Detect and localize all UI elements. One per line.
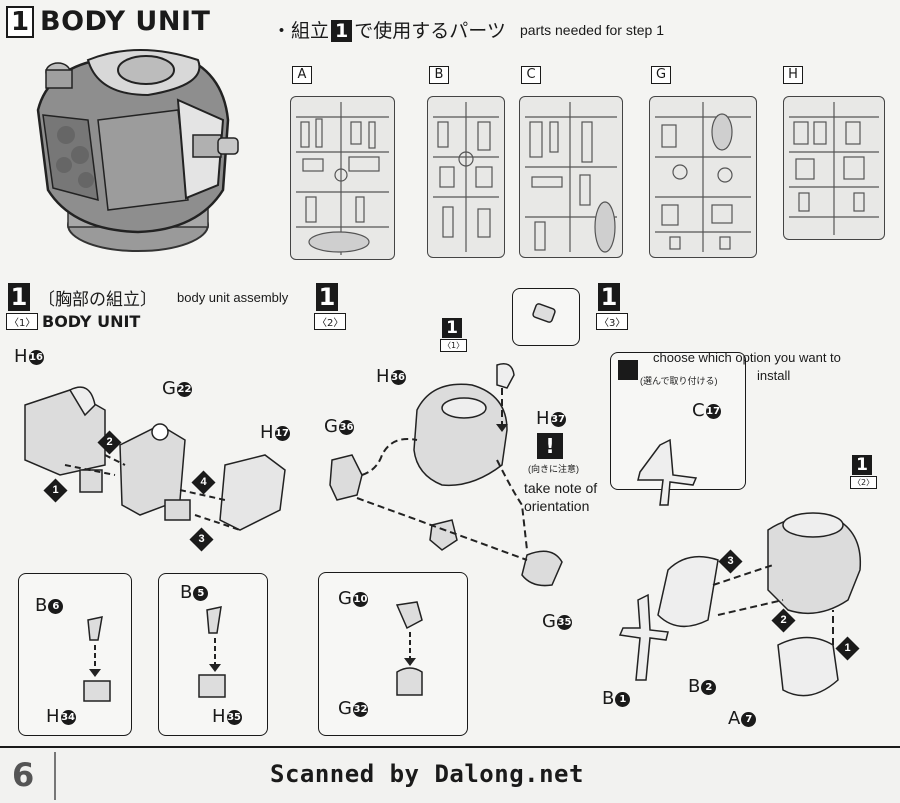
step3-arrow-2: 2 xyxy=(771,608,796,633)
step1-number: 1 xyxy=(8,283,30,311)
step-number-badge: 1 xyxy=(6,6,34,38)
step3-arrow-1: 1 xyxy=(835,636,860,661)
g10-g32-illustration xyxy=(395,601,423,696)
step1-title-en-note: body unit assembly xyxy=(177,290,289,305)
step3-number: 1 xyxy=(598,283,620,311)
caution-jp: (向きに注意) xyxy=(528,464,579,474)
step1-subpanel-left xyxy=(18,573,132,736)
runner-label-c: C xyxy=(521,66,541,84)
step1-title-jp: 〔胸部の組立〕 xyxy=(38,290,157,310)
step1-arrow-3: 3 xyxy=(189,527,214,552)
page-number: 6 xyxy=(12,756,35,794)
step1-assembly-illustration xyxy=(24,386,286,531)
b5-h35-illustration xyxy=(198,606,226,698)
body-unit-illustration xyxy=(36,49,239,252)
step3-assembly-illustration xyxy=(618,438,862,697)
step1-substep: 〈1〉 xyxy=(6,313,39,330)
step2-substep: 〈2〉 xyxy=(314,313,347,330)
step3-ref-number: 1 xyxy=(852,455,872,475)
footer-divider xyxy=(54,752,56,800)
step2-subpanel xyxy=(318,572,468,736)
step3-ref-substep: 〈2〉 xyxy=(850,476,878,489)
runner-b xyxy=(427,96,505,258)
parts-heading-jp: ・組立 xyxy=(272,20,330,42)
runner-label-g: G xyxy=(651,66,671,84)
runner-label-h: H xyxy=(783,66,803,84)
option-icon xyxy=(618,360,638,380)
step3-arrow-3: 3 xyxy=(718,549,743,574)
scan-credit: Scanned by Dalong.net xyxy=(270,760,584,788)
step1-arrow-4: 4 xyxy=(191,470,216,495)
parts-heading-step: 1 xyxy=(331,20,353,42)
h37-callout-part xyxy=(532,303,556,323)
runner-h xyxy=(783,96,885,240)
step3-substep: 〈3〉 xyxy=(596,313,629,330)
runner-c xyxy=(519,96,623,258)
step2-number: 1 xyxy=(316,283,338,311)
step2-ref-substep: 〈1〉 xyxy=(440,339,468,352)
step1-title-en: BODY UNIT xyxy=(42,312,141,331)
caution-icon: ! xyxy=(537,433,563,459)
caution-en-2: orientation xyxy=(524,498,590,514)
runner-g xyxy=(649,96,757,258)
step2-assembly-illustration xyxy=(329,363,563,587)
option-en-2: install xyxy=(757,368,791,383)
b6-h34-illustration xyxy=(83,616,111,702)
step1-arrow-1: 1 xyxy=(43,478,68,503)
option-en-1: choose which option you want to xyxy=(653,350,841,365)
page-title: BODY UNIT xyxy=(40,6,211,37)
parts-heading-jp-tail: で使用するパーツ xyxy=(354,20,506,42)
runner-a xyxy=(290,96,395,260)
caution-en-1: take note of xyxy=(524,480,598,496)
option-jp: (選んで取り付ける) xyxy=(640,376,718,386)
step2-ref-number: 1 xyxy=(442,318,462,338)
parts-heading-en: parts needed for step 1 xyxy=(520,22,664,38)
runner-label-a: A xyxy=(292,66,312,84)
runner-label-b: B xyxy=(429,66,449,84)
step1-arrow-2: 2 xyxy=(97,430,122,455)
step1-subpanel-right xyxy=(158,573,268,736)
